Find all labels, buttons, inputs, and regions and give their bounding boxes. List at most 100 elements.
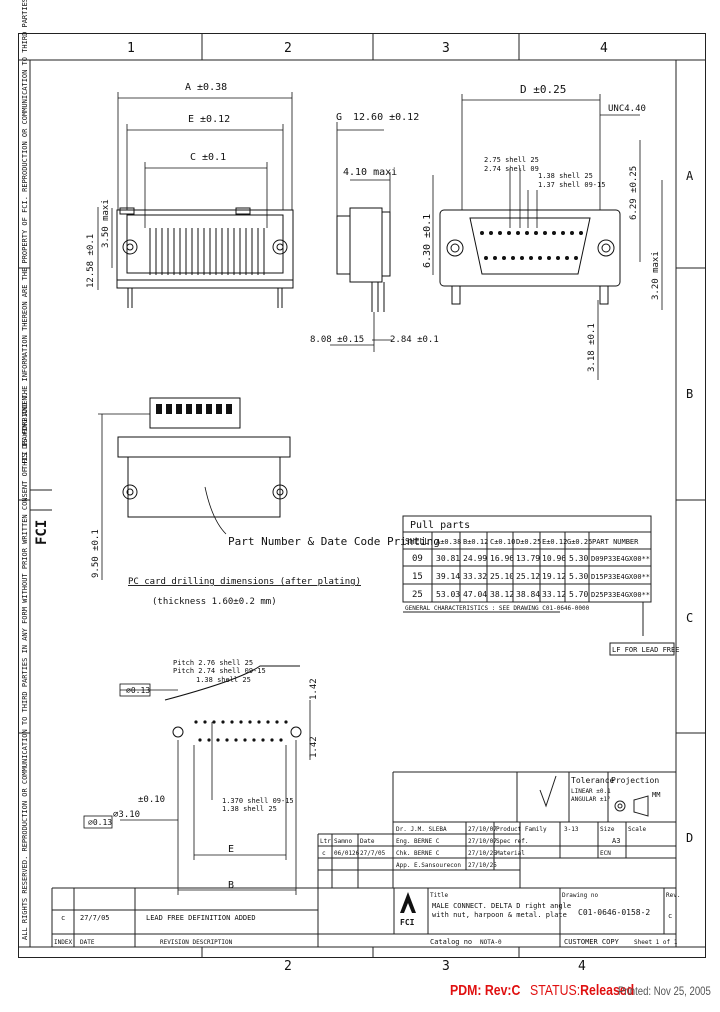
drawing-no-label: Drawing no (562, 892, 599, 899)
svg-text:D25P33E4GX00**: D25P33E4GX00** (591, 591, 650, 599)
front-view-pins (149, 228, 265, 275)
dim-e: E ±0.12 (188, 114, 230, 125)
dim-h2: 3.50 maxi (101, 199, 111, 248)
dim-l2: 1.42 (309, 736, 319, 758)
dim-l1: 1.42 (309, 678, 319, 700)
rev-table-samno: Samno (334, 838, 352, 845)
dim-dia: ⌀3.10 (113, 810, 140, 820)
dim-h3: 6.30 ±0.1 (422, 214, 433, 268)
dim-d: D ±0.25 (520, 83, 566, 96)
pcb-thickness: (thickness 1.60±0.2 mm) (152, 597, 277, 607)
front-view (116, 207, 294, 308)
side-view (336, 207, 391, 312)
svg-text:53.03: 53.03 (436, 590, 460, 599)
drawn-by: Dr. J.M. SLEBA (396, 826, 447, 833)
row-label-c: C (686, 611, 693, 625)
tolerance-label: Tolerance (571, 776, 615, 785)
pcb-drilling (164, 665, 302, 738)
lead-free-note: LF FOR LEAD FREE (612, 646, 679, 654)
svg-text:10.96: 10.96 (542, 554, 566, 563)
svg-text:13.79: 13.79 (516, 554, 540, 563)
col-label-3-bottom: 3 (442, 959, 450, 974)
dim-h6: 3.18 ±0.1 (587, 323, 597, 372)
th-g: G±0.25 (567, 538, 592, 546)
rev-table-date: Date (360, 838, 375, 845)
revision-header-date: DATE (80, 939, 95, 946)
dim-w2: 2.84 ±0.1 (390, 335, 439, 345)
rev-table-row-date: 27/7/05 (360, 850, 386, 857)
col-label-1: 1 (127, 41, 135, 56)
dim-p2: 2.74 shell 09 (484, 165, 539, 173)
sheet-number: Sheet 1 of 1 (634, 939, 678, 946)
dim-p3: 1.38 shell 25 (538, 172, 593, 180)
svg-text:39.14: 39.14 (436, 572, 460, 581)
ecn-label: ECN (600, 850, 611, 857)
rev-table-row-samno: 06/0126 (334, 850, 360, 857)
confidentiality-note-2: ALL RIGHTS RESERVED. REPRODUCTION OR COM… (21, 392, 29, 940)
svg-text:D09P33E4GX00**: D09P33E4GX00** (591, 555, 650, 563)
table-row-15: 15 39.14 33.32 25.10 25.12 19.12 5.30 D1… (412, 572, 650, 582)
checked-date: 27/10/25 (468, 850, 497, 857)
th-d: D±0.25 (516, 538, 541, 546)
catalog-label: Catalog no (430, 938, 472, 946)
title-block (51, 771, 676, 948)
tolerance-linear: LINEAR ±0.1 (571, 788, 611, 795)
rev-label: Rev. (666, 892, 680, 899)
pitch-5: 1.38 shell 25 (222, 805, 277, 813)
col-label-4-bottom: 4 (578, 959, 586, 974)
pitch-2: Pitch 2.74 shell 09-15 (173, 667, 266, 675)
svg-text:33.12: 33.12 (542, 590, 566, 599)
svg-text:15: 15 (412, 572, 423, 582)
title-line-1: MALE CONNECT. DELTA D right angle (432, 902, 571, 910)
svg-text:25: 25 (412, 590, 423, 600)
size-label: Size (600, 826, 615, 833)
svg-text:D15P33E4GX00**: D15P33E4GX00** (591, 573, 650, 581)
part-number-label: Part Number & Date Code Printing (228, 535, 440, 548)
dim-b: B (228, 880, 234, 891)
revision-description: LEAD FREE DEFINITION ADDED (146, 914, 256, 922)
projection-label: Projection (611, 776, 659, 785)
product-family-label: Product Family (496, 826, 547, 833)
fci-logo-mark (400, 892, 416, 913)
table-title: Pull parts (410, 520, 470, 531)
revision-header-description: REVISION DESCRIPTION (160, 939, 233, 946)
svg-text:24.99: 24.99 (463, 554, 487, 563)
th-b: B±0.12 (463, 538, 488, 546)
svg-text:25.10: 25.10 (490, 572, 514, 581)
title-line-2: with nut, harpoon & metal. plate (432, 911, 567, 919)
table-row-25: 25 53.03 47.04 38.12 38.84 33.12 5.70 D2… (412, 590, 650, 600)
th-shell: SHELL (405, 537, 429, 546)
col-label-2: 2 (284, 41, 292, 56)
svg-text:19.12: 19.12 (542, 572, 566, 581)
row-label-a: A (686, 169, 694, 183)
units-label: MM (652, 791, 660, 799)
status-value: Released (580, 982, 635, 999)
col-label-2-bottom: 2 (284, 959, 292, 974)
dim-h4: 6.29 ±0.25 (629, 166, 639, 220)
drawing-no: C01-0646-0158-2 (578, 908, 650, 917)
svg-text:33.32: 33.32 (463, 572, 487, 581)
svg-text:16.96: 16.96 (490, 554, 514, 563)
checked-by: Chk. BERNE C (396, 850, 440, 857)
dim-g: G (336, 112, 342, 123)
table-note: GENERAL CHARACTERISTICS : SEE DRAWING C0… (405, 605, 590, 612)
svg-text:09: 09 (412, 554, 423, 564)
revision-date: 27/7/05 (80, 914, 110, 922)
bottom-view (117, 397, 291, 518)
dim-g-val: 12.60 ±0.12 (353, 112, 419, 123)
pdm-revision: PDM: Rev:C (450, 982, 521, 999)
printed-date: Printed: Nov 25, 2005 (618, 984, 711, 998)
tolerance-angular: ANGULAR ±1° (571, 796, 611, 803)
engineered-date: 27/10/07 (468, 838, 497, 845)
rev-table-ltr: Ltr (320, 838, 331, 845)
tol-1: ⌀0.13 (126, 686, 150, 695)
title-label: Title (430, 892, 448, 899)
revision-index: c (61, 914, 65, 922)
customer-copy: CUSTOMER COPY (564, 938, 620, 946)
dim-unc: UNC4.40 (608, 104, 646, 114)
side-fci-logo: FCI (34, 520, 50, 545)
drawn-date: 27/10/07 (468, 826, 497, 833)
dim-w1: 8.08 ±0.15 (310, 335, 364, 345)
pitch-4: 1.370 shell 09-15 (222, 797, 294, 805)
